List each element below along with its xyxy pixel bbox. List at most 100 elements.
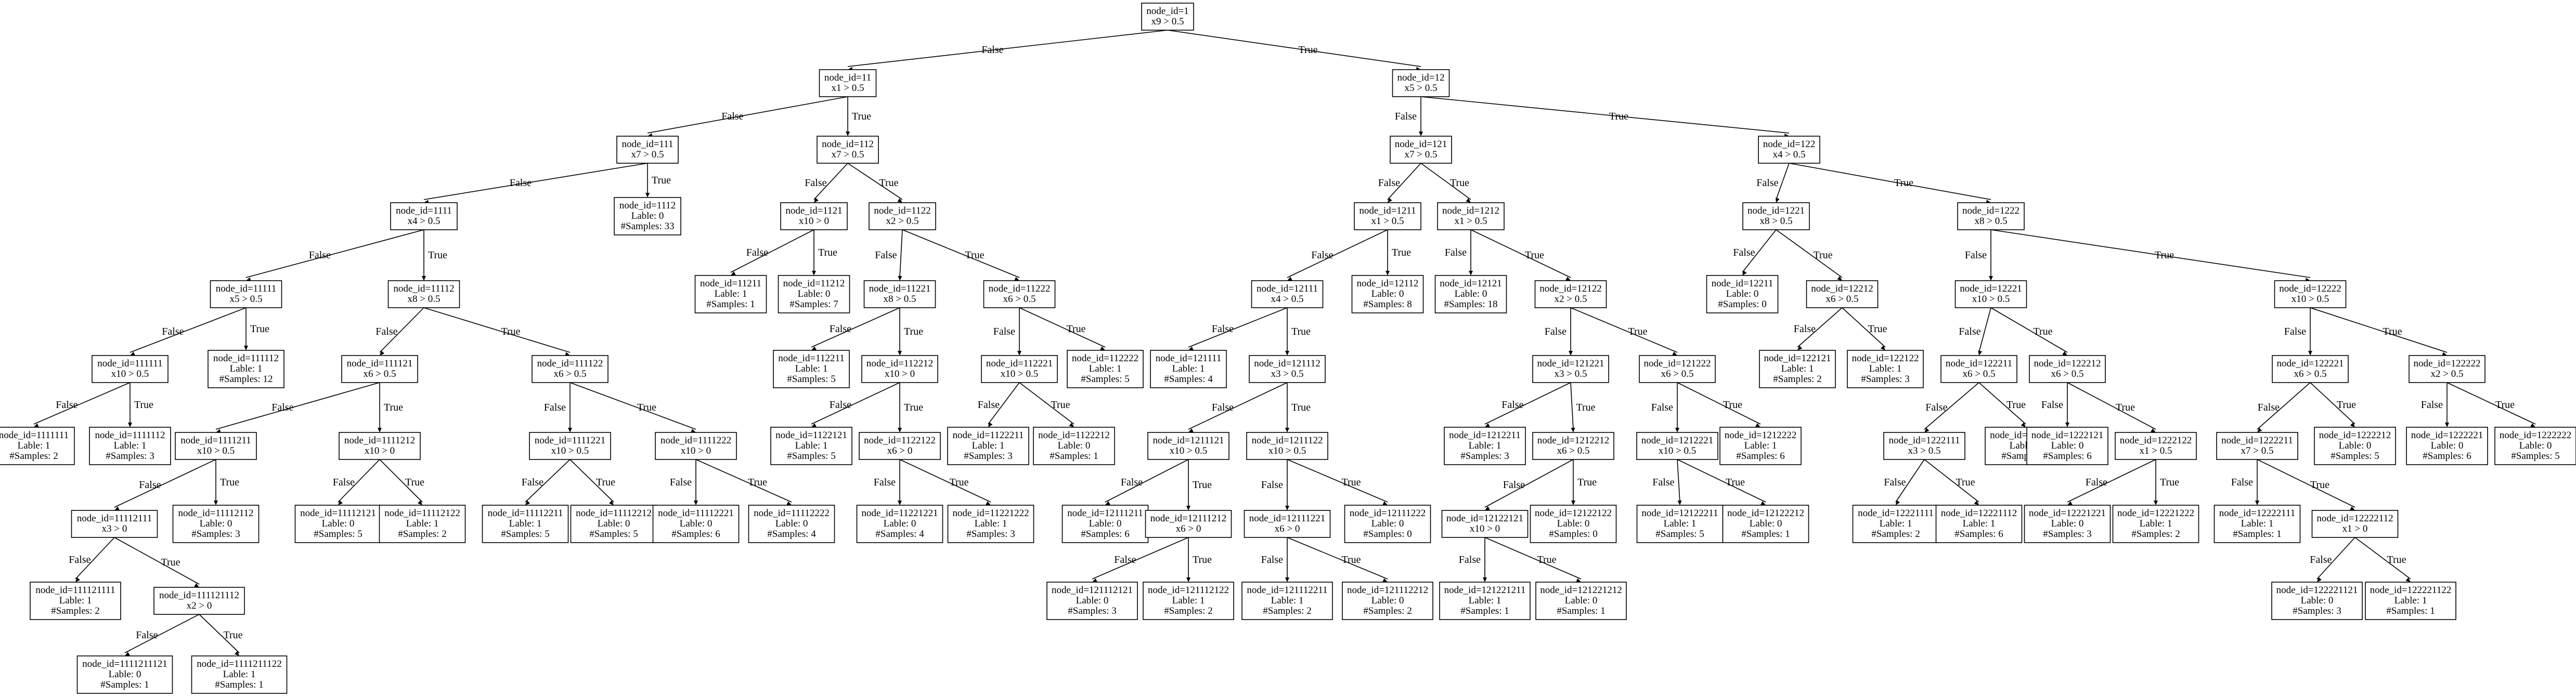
node-id-label: node_id=121221211 [1444,585,1526,596]
node-box [856,505,943,543]
node-box [859,432,941,460]
node-box [1249,355,1326,383]
node-detail-label: Lable: 0 [1089,518,1122,529]
node-box [1722,505,1809,543]
node-id-label: node_id=12221112 [1941,508,2017,519]
edge-arrowhead [1677,500,1682,505]
node-id-label: node_id=1111211121 [82,659,167,669]
tree-edge [1484,382,1571,425]
edge-label-true: True [2007,399,2026,411]
node-id-label: node_id=121112212 [1347,585,1428,596]
tree-edge [647,96,848,134]
node-box [2216,432,2298,460]
node-box [89,427,171,465]
node-detail-label: x1 > 0.5 [1455,216,1487,227]
edge-arrowhead [2350,506,2355,510]
node-detail-label: Lable: 1 [1664,518,1697,529]
node-id-label: node_id=1222122 [2120,435,2192,446]
edge-label-true: True [748,477,767,488]
node-box [76,655,173,694]
tree-edge [1167,30,1421,67]
node-box [2365,582,2456,620]
node-id-label: node_id=1212 [1442,205,1499,216]
node-detail-label: Lable: 1 [59,595,92,606]
edge-arrowhead [422,276,426,281]
node-detail-label: Lable: 1 [223,669,256,680]
tree-edge [75,537,115,580]
edge-label-false: False [874,477,896,488]
node-detail-label: #Samples: 0 [1549,529,1597,540]
node-box [1439,582,1531,620]
node-box [2026,427,2108,465]
node-box [2115,432,2197,460]
edge-label-false: False [333,477,355,488]
tree-edge [1287,229,1388,278]
edge-arrowhead [1285,506,1289,510]
tree-edge [1019,382,1075,425]
edge-arrowhead [1285,351,1289,356]
node-detail-label: Lable: 0 [1076,595,1109,606]
node-detail-label: #Samples: 1 [215,679,263,690]
tree-edge [215,382,380,430]
edge-arrowhead [2317,577,2322,582]
edge-arrowhead [898,275,902,281]
node-box [1354,202,1421,230]
tree-edge [1105,459,1189,503]
node-detail-label: x7 > 0.5 [1405,149,1438,160]
node-detail-label: x4 > 0.5 [408,216,441,227]
tree-edge [130,307,247,353]
tree-edge [1188,307,1288,348]
node-box [1147,432,1229,460]
node-box [1532,355,1609,383]
tree-edge [1188,382,1288,430]
edge-label-false: False [1965,249,1987,261]
node-box [1532,432,1614,460]
edge-arrowhead [114,506,120,510]
edge-label-true: True [596,477,615,488]
edge-label-true: True [161,557,180,568]
edge-arrowhead [338,500,343,505]
node-detail-label: x8 > 0.5 [1975,216,2008,227]
node-box [1530,505,1617,543]
edge-arrowhead [1672,351,1677,356]
node-id-label: node_id=1111112 [95,430,165,441]
edge-arrowhead [1017,351,1021,356]
node-box [1067,350,1144,388]
edge-label-false: False [1652,477,1674,488]
node-box [1719,427,1802,465]
node-id-label: node_id=12222112 [2316,513,2393,524]
node-box [1033,427,1115,465]
edge-label-true: True [1723,399,1742,411]
node-detail-label: x1 > 0.5 [1371,216,1404,227]
tree-edge [902,229,1020,278]
node-detail-label: x6 > 0.5 [364,369,396,379]
tree-edge [1570,382,1574,430]
node-box [1251,280,1324,308]
node-detail-label: Lable: 0 [1565,595,1598,606]
node-id-label: node_id=121112 [1254,358,1321,369]
node-id-label: node_id=1111222 [661,435,731,446]
edge-arrowhead [2445,423,2449,427]
edge-label-false: False [670,477,692,488]
node-id-label: node_id=121 [1395,139,1447,150]
node-detail-label: #Samples: 3 [191,529,240,540]
edge-arrowhead [1382,501,1388,505]
